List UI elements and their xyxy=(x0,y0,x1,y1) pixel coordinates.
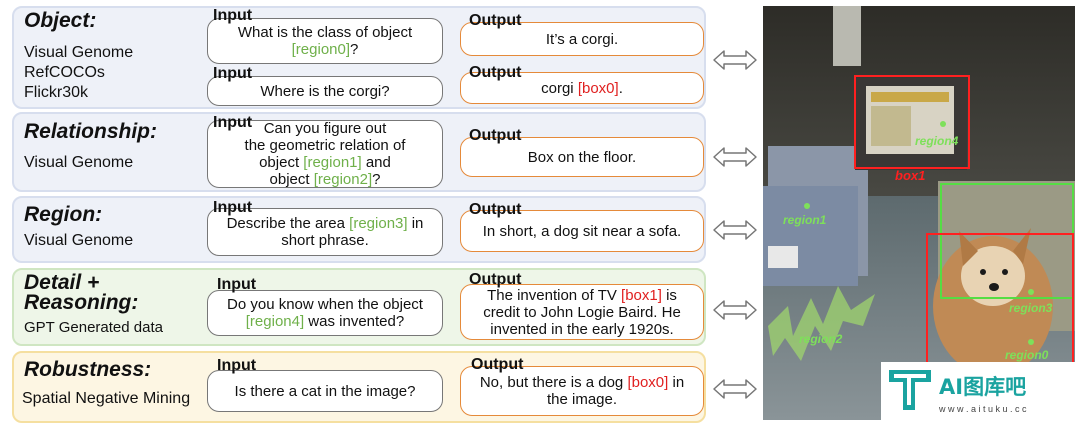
output-label: Output xyxy=(469,12,522,29)
output-label: Output xyxy=(469,201,522,218)
object-source-3: Flickr30k xyxy=(24,84,89,101)
double-arrow-icon xyxy=(713,50,757,70)
dog-ear-right xyxy=(1013,228,1031,264)
region3-dot xyxy=(1028,289,1034,295)
region1-dot xyxy=(804,203,810,209)
barcode-label xyxy=(768,246,798,268)
cardboard-box xyxy=(763,186,858,286)
relationship-output: Box on the floor. xyxy=(460,137,704,177)
input-label: Input xyxy=(213,65,253,82)
dog-ear-left xyxy=(959,231,978,266)
dog-eye-left xyxy=(980,269,986,275)
input-label: Input xyxy=(213,114,253,131)
relationship-source-1: Visual Genome xyxy=(24,154,134,171)
output-label: Output xyxy=(469,64,522,81)
input-label: Input xyxy=(217,276,257,293)
output-label: Output xyxy=(469,271,522,288)
double-arrow-icon xyxy=(713,300,757,320)
box1-rect xyxy=(854,75,970,169)
object-source-2: RefCOCOs xyxy=(24,64,105,81)
double-arrow-icon xyxy=(713,220,757,240)
object-output-2: corgi [box0]. xyxy=(460,72,704,104)
watermark-url: w w w . a i t u k u . c c xyxy=(938,404,1027,414)
tv-screen-bar xyxy=(871,92,949,102)
robustness-title: Robustness: xyxy=(24,358,152,381)
region2-shape xyxy=(768,286,875,361)
region4-label: region4 xyxy=(915,134,959,148)
input-label: Input xyxy=(217,357,257,374)
dog-nose xyxy=(989,283,999,291)
lamp xyxy=(833,6,861,66)
detail-input: Do you know when the object[region4] was… xyxy=(207,290,443,336)
double-arrow-icon xyxy=(713,147,757,167)
region-title: Region: xyxy=(24,203,103,226)
detail-title: Detail + xyxy=(24,271,100,294)
region2-label: region2 xyxy=(799,332,843,346)
object-source-1: Visual Genome xyxy=(24,44,134,61)
dog-eye-right xyxy=(1002,269,1008,275)
output-label: Output xyxy=(471,356,524,373)
annotated-photo: box1 region4 region1 region2 region3 reg… xyxy=(763,6,1075,420)
relationship-title: Relationship: xyxy=(24,120,158,143)
region4-dot xyxy=(940,121,946,127)
object-title: Object: xyxy=(24,9,97,32)
box1-label: box1 xyxy=(895,168,925,183)
region0-dot xyxy=(1028,339,1034,345)
region-output: In short, a dog sit near a sofa. xyxy=(460,210,704,252)
object-input-1: What is the class of object[region0]? xyxy=(207,18,443,64)
object-input-2: Where is the corgi? xyxy=(207,76,443,106)
double-arrow-icon xyxy=(713,379,757,399)
tv-screen-panel xyxy=(871,106,911,146)
robustness-input: Is there a cat in the image? xyxy=(207,370,443,412)
detail-source-1: GPT Generated data xyxy=(24,319,163,336)
input-label: Input xyxy=(213,199,253,216)
reasoning-title: Reasoning: xyxy=(24,291,139,314)
dog-face xyxy=(961,246,1025,306)
box0-rect xyxy=(926,233,1074,420)
output-label: Output xyxy=(469,127,522,144)
region1-label: region1 xyxy=(783,213,827,227)
region-source-1: Visual Genome xyxy=(24,232,134,249)
object-output-1: It’s a corgi. xyxy=(460,22,704,56)
watermark-brand: AI图库吧 xyxy=(939,375,1026,399)
input-label: Input xyxy=(213,7,253,24)
robustness-source-1: Spatial Negative Mining xyxy=(22,390,191,407)
region3-label: region3 xyxy=(1009,301,1053,315)
region0-label: region0 xyxy=(1005,348,1049,362)
